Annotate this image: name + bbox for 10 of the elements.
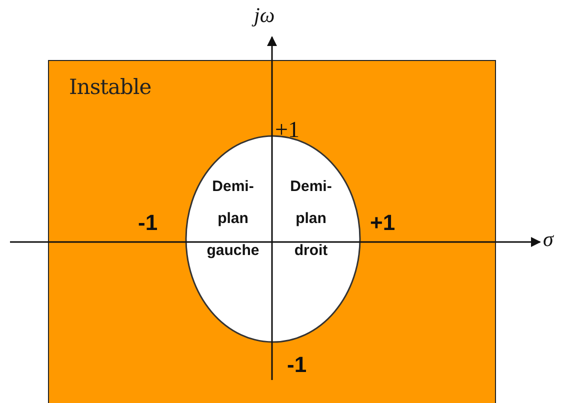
tick-label: +1 <box>370 210 396 236</box>
region-label: Instable <box>69 75 152 99</box>
half-plane-label: Demi-plan droit <box>289 177 333 261</box>
half-plane-label: Demi-plan gauche <box>206 177 260 261</box>
tick-label: +1 <box>275 117 300 143</box>
tick-label: -1 <box>138 210 158 236</box>
axis-label: σ <box>543 227 554 252</box>
unstable-region <box>48 60 496 403</box>
tick-label: -1 <box>287 352 307 378</box>
axis-label: jω <box>254 3 275 28</box>
